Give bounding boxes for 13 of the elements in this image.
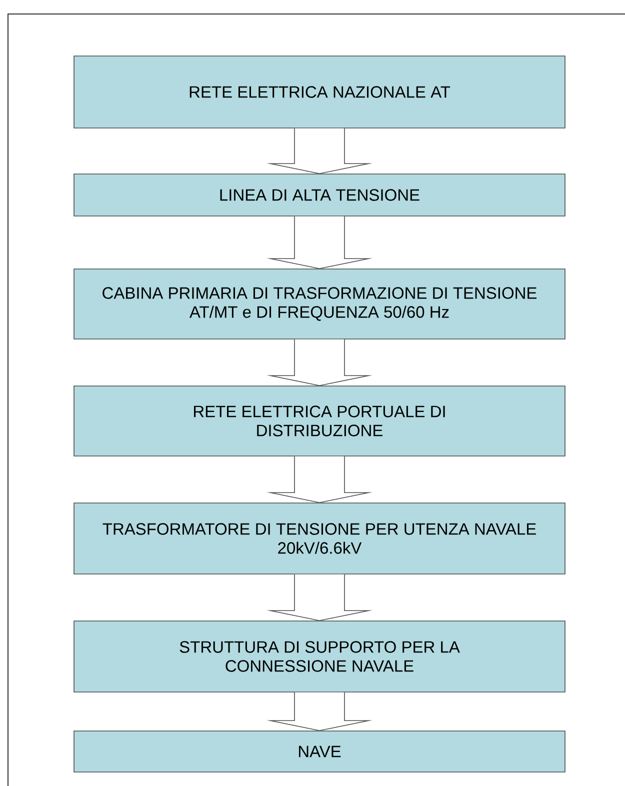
process-box: RETE ELETTRICA NAZIONALE AT [74,56,566,128]
block-arrow [266,339,372,386]
process-box: LINEA DI ALTA TENSIONE [74,174,566,216]
process-box: RETE ELETTRICA PORTUALE DI DISTRIBUZIONE [74,386,566,456]
process-box: STRUTTURA DI SUPPORTO PER LA CONNESSIONE NAVALE [74,620,566,692]
block-arrow [266,216,372,269]
process-box: NAVE [74,730,566,772]
block-arrow [266,456,372,503]
process-box: CABINA PRIMARIA DI TRASFORMAZIONE DI TENSIONE AT/MT e DI FREQUENZA 50/60 Hz [74,268,566,340]
block-arrow [266,692,372,731]
block-arrow [266,128,372,174]
block-arrow [266,574,372,621]
process-box: TRASFORMATORE DI TENSIONE PER UTENZA NAVALE 20kV/6.6kV [74,502,566,574]
